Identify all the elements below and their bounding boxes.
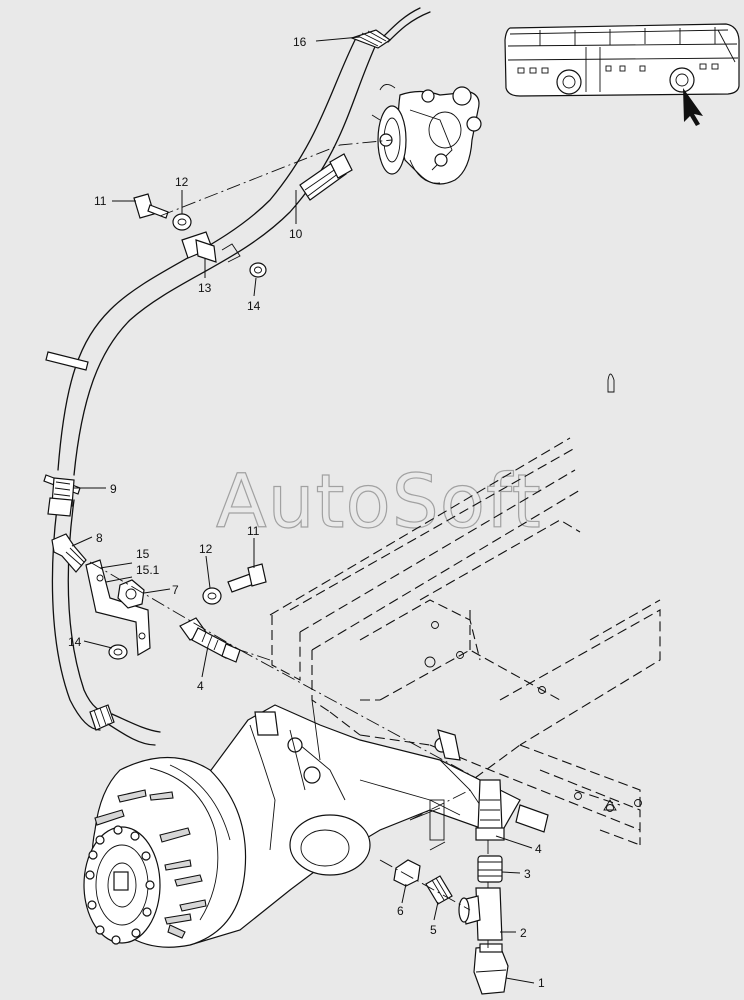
union-5 — [425, 875, 453, 905]
callout-12-upper: 12 — [175, 175, 189, 189]
drive-axle-assembly — [83, 699, 521, 948]
nut-14-lower — [108, 644, 128, 660]
callout-14-upper: 14 — [247, 299, 261, 313]
callout-15-1: 15.1 — [136, 563, 160, 577]
callout-9: 9 — [110, 482, 117, 496]
washer-12-upper — [172, 213, 192, 231]
callout-11-lower: 11 — [247, 524, 260, 538]
callout-7: 7 — [172, 583, 179, 597]
coupling-1 — [473, 943, 509, 995]
elbow-fitting-8 — [51, 533, 87, 573]
location-arrow — [683, 88, 703, 126]
callout-3: 3 — [524, 867, 531, 881]
bracket-15 — [85, 559, 151, 657]
assembly-centerlines — [89, 139, 489, 948]
chassis-frame-outline — [269, 373, 661, 846]
brake-unit-assembly — [371, 84, 482, 185]
nipple-3 — [477, 855, 503, 883]
bracket-13 — [195, 239, 241, 263]
callout-6: 6 — [397, 904, 404, 918]
callout-11-upper: 11 — [94, 194, 107, 208]
bus-locator-illustration — [504, 23, 740, 126]
air-hose-16 — [43, 7, 431, 746]
callout-labels: 16 11 12 10 13 14 9 8 15 15.1 7 12 11 14… — [68, 35, 545, 990]
nut-7 — [117, 579, 145, 609]
callout-15: 15 — [136, 547, 150, 561]
callout-13: 13 — [198, 281, 212, 295]
plug-6 — [393, 859, 421, 887]
washer-12-lower — [202, 587, 222, 605]
fitting-4-left — [179, 617, 241, 663]
callout-12-lower: 12 — [199, 542, 213, 556]
nut-14-upper — [249, 262, 267, 278]
callout-4-right: 4 — [535, 842, 542, 856]
tee-fitting-2 — [458, 887, 503, 941]
callout-leaders — [71, 36, 535, 984]
watermark: AutoSoft — [216, 459, 542, 545]
callout-1: 1 — [538, 976, 545, 990]
bolt-11-lower — [227, 563, 267, 593]
callout-10: 10 — [289, 227, 303, 241]
callout-8: 8 — [96, 531, 103, 545]
pressure-switch-4-right — [475, 779, 549, 841]
callout-14-lower: 14 — [68, 635, 82, 649]
callout-4-left: 4 — [197, 679, 204, 693]
callout-5: 5 — [430, 923, 437, 937]
callout-2: 2 — [520, 926, 527, 940]
callout-16: 16 — [293, 35, 307, 49]
